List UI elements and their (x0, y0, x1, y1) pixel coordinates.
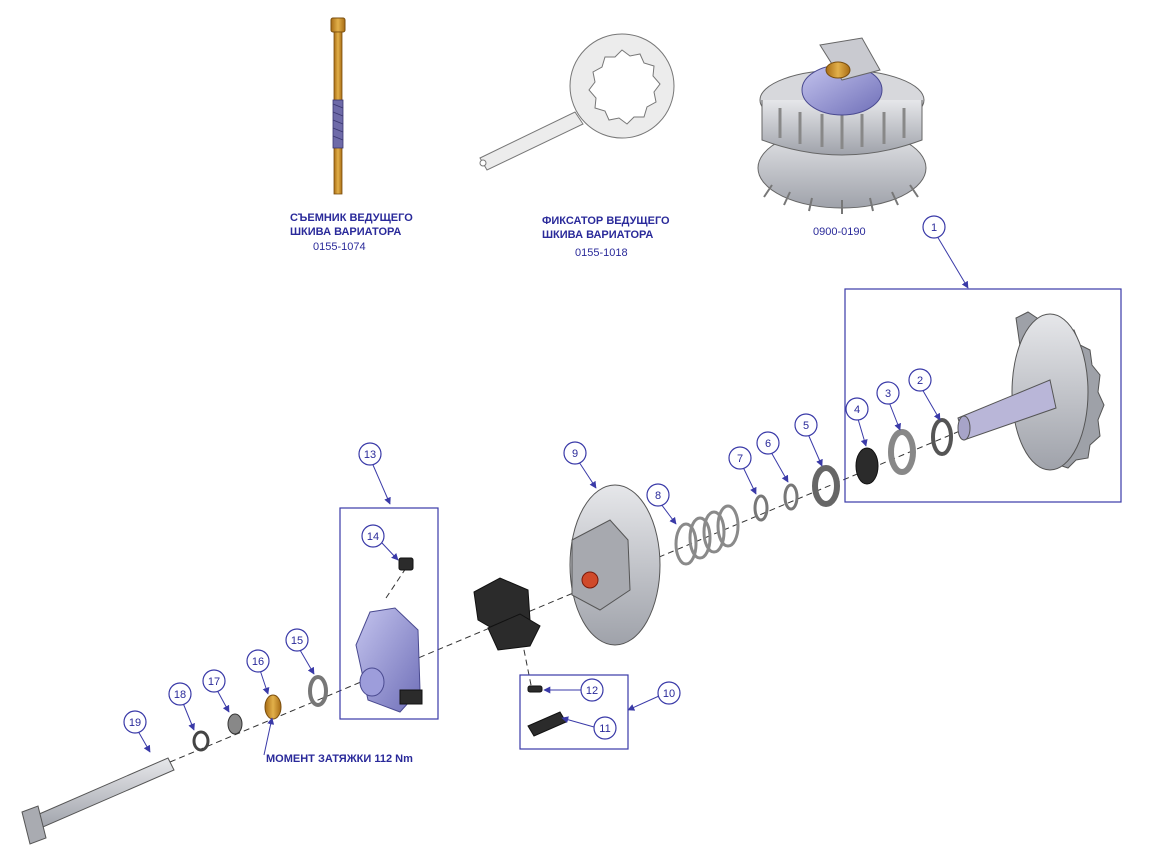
callouts: 1 2 3 4 5 6 7 8 9 10 11 12 13 14 15 16 1 (123, 215, 969, 756)
assembly-box-13 (339, 507, 439, 720)
puller-name-line2: ШКИВА ВАРИАТОРА (290, 226, 401, 238)
svg-text:8: 8 (655, 490, 661, 502)
svg-text:13: 13 (364, 449, 376, 461)
ring-part-3 (888, 429, 916, 475)
cover-part-13 (355, 607, 423, 713)
svg-text:10: 10 (663, 688, 675, 700)
holder-wrench-tool (479, 33, 675, 171)
svg-text:5: 5 (803, 420, 809, 432)
svg-text:18: 18 (174, 689, 186, 701)
assembled-pulley (757, 37, 927, 214)
nut-part-16 (264, 694, 282, 720)
axis-12 (521, 639, 533, 691)
movable-sheave-part-9 (569, 484, 661, 646)
svg-text:12: 12 (586, 685, 598, 697)
pin-part-12 (527, 685, 543, 693)
svg-text:6: 6 (765, 438, 771, 450)
holder-name-line2: ШКИВА ВАРИАТОРА (542, 229, 653, 241)
puller-part-number: 0155-1074 (313, 241, 366, 253)
washer-part-17 (227, 713, 243, 735)
svg-text:11: 11 (599, 723, 610, 735)
bolt-part-19 (21, 757, 175, 845)
cap-part-11 (527, 711, 567, 737)
ring-part-7 (753, 494, 769, 522)
svg-text:19: 19 (129, 717, 141, 729)
svg-text:9: 9 (572, 448, 578, 460)
washer-part-15 (308, 675, 328, 707)
puller-name-line1: СЪЕМНИК ВЕДУЩЕГО (290, 212, 413, 224)
puller-tool (330, 17, 346, 195)
torque-note: МОМЕНТ ЗАТЯЖКИ 112 Nm (266, 753, 413, 765)
svg-text:2: 2 (917, 375, 923, 387)
assembly-box-1 (844, 288, 1122, 503)
plug-part-14 (398, 557, 414, 571)
svg-text:14: 14 (367, 531, 379, 543)
holder-part-number: 0155-1018 (575, 247, 628, 259)
assembly-box-10 (519, 674, 629, 750)
svg-text:15: 15 (291, 635, 303, 647)
ring-part-5 (812, 465, 840, 507)
holder-name-line1: ФИКСАТОР ВЕДУЩЕГО (542, 215, 670, 227)
svg-text:17: 17 (208, 676, 220, 688)
svg-text:4: 4 (854, 404, 860, 416)
washer-part-18 (192, 730, 210, 752)
ring-part-6 (783, 483, 799, 511)
svg-text:16: 16 (252, 656, 264, 668)
ring-part-4 (855, 447, 879, 485)
svg-text:1: 1 (931, 222, 937, 234)
spring-part-8 (674, 504, 740, 566)
svg-text:3: 3 (885, 388, 891, 400)
spider-weights (473, 577, 541, 651)
fixed-sheave-part (957, 311, 1105, 471)
pulley-part-number: 0900-0190 (813, 226, 866, 238)
svg-text:7: 7 (737, 453, 743, 465)
ring-part-2 (931, 418, 953, 456)
